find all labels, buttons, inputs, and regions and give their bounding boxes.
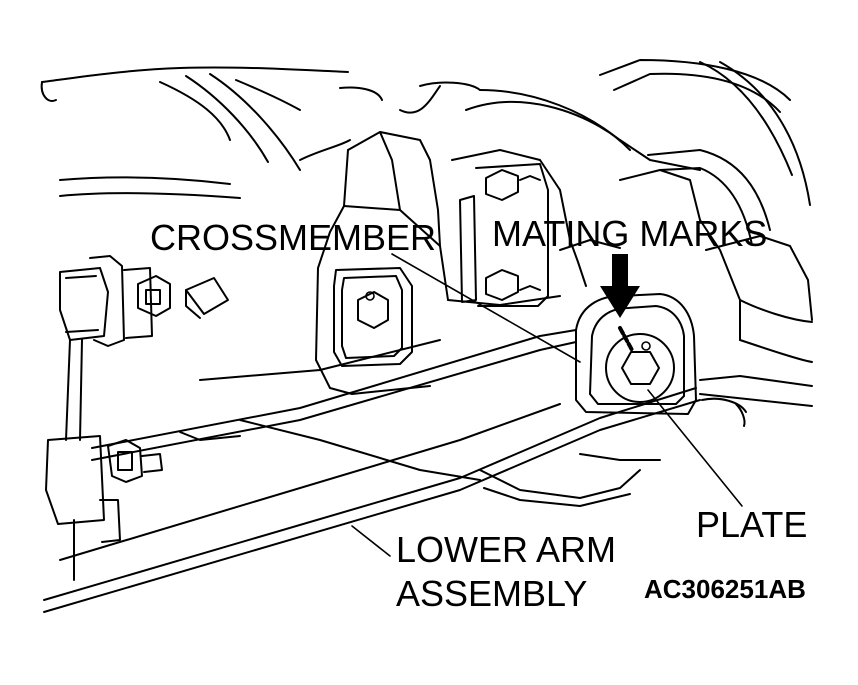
lower-arm-label-line2: ASSEMBLY (396, 573, 587, 614)
crossmember-label: CROSSMEMBER (150, 217, 436, 258)
stabilizer-nut (137, 275, 171, 317)
upper-body-structure (40, 59, 811, 246)
plate (575, 293, 697, 415)
small-bracket (185, 277, 229, 319)
crossmember (315, 89, 701, 395)
crossmember-bolt (357, 291, 389, 329)
lower-arm-label-line1: LOWER ARM (396, 529, 616, 570)
figure-code: AC306251AB (644, 574, 806, 604)
lower-arm-bushing (107, 439, 163, 483)
right-body-structure (559, 169, 813, 407)
lower-arm-assembly (43, 329, 747, 613)
mating-mark-dash (618, 326, 634, 352)
leader-lines (351, 253, 743, 557)
mount-flange (459, 163, 549, 307)
plate-label: PLATE (696, 504, 807, 545)
stabilizer-link (45, 255, 153, 581)
mating-marks-arrow (600, 254, 640, 318)
mating-marks-label: MATING MARKS (492, 213, 767, 254)
